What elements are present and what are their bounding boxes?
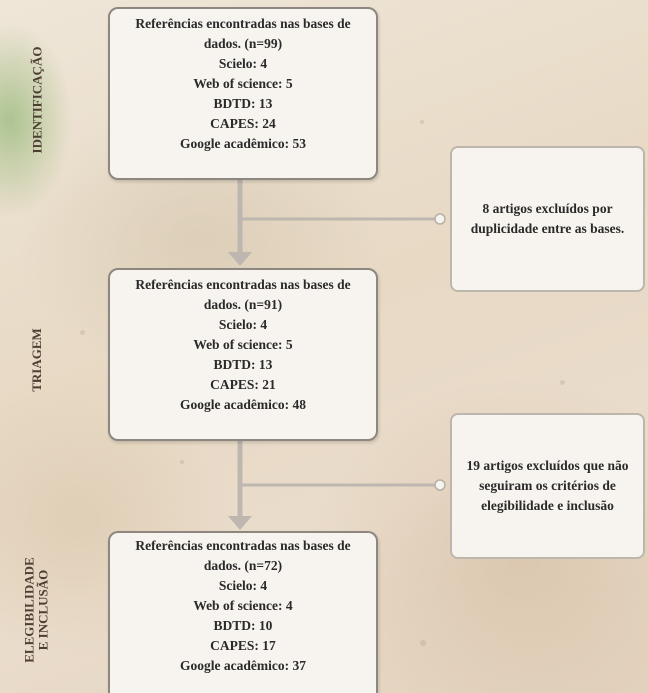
box-line: BDTD: 13 xyxy=(213,96,273,111)
box-line: CAPES: 21 xyxy=(210,377,276,392)
connector-endpoint xyxy=(434,479,446,491)
box-line: Web of science: 4 xyxy=(193,598,293,613)
box-heading: Referências encontradas nas bases de xyxy=(135,16,351,31)
box-line: Google acadêmico: 37 xyxy=(180,658,306,673)
flow-box-triagem: Referências encontradas nas bases de dad… xyxy=(108,268,378,441)
box-line: CAPES: 17 xyxy=(210,638,276,653)
exclusion-box-duplicates: 8 artigos excluídos por duplicidade entr… xyxy=(450,146,645,292)
connector-endpoint xyxy=(434,213,446,225)
box-line: BDTD: 13 xyxy=(213,357,273,372)
box-line: BDTD: 10 xyxy=(213,618,273,633)
box-line: CAPES: 24 xyxy=(210,116,276,131)
box-line: Web of science: 5 xyxy=(193,76,293,91)
arrow-head xyxy=(228,516,252,530)
background-speck xyxy=(180,460,184,464)
stage-label-text: ELEGIBILIDADE E INCLUSÃO xyxy=(22,557,52,663)
background-speck xyxy=(420,120,424,124)
box-count: dados. (n=91) xyxy=(203,297,283,312)
arrow-head xyxy=(228,252,252,266)
box-count: dados. (n=72) xyxy=(203,558,283,573)
stage-label-text: TRIAGEM xyxy=(29,328,44,392)
flow-box-elegibilidade: Referências encontradas nas bases de dad… xyxy=(108,531,378,693)
stage-label-triagem: TRIAGEM xyxy=(14,260,60,460)
box-line: Google acadêmico: 53 xyxy=(180,136,306,151)
box-line: Scielo: 4 xyxy=(218,317,268,332)
exclusion-box-criteria: 19 artigos excluídos que não seguiram os… xyxy=(450,413,645,559)
stage-label-elegibilidade: ELEGIBILIDADE E INCLUSÃO xyxy=(14,530,60,690)
box-line: Scielo: 4 xyxy=(218,56,268,71)
stage-label-identificacao: IDENTIFICAÇÃO xyxy=(14,0,60,200)
background-speck xyxy=(560,380,565,385)
box-heading: Referências encontradas nas bases de xyxy=(135,277,351,292)
box-line: Web of science: 5 xyxy=(193,337,293,352)
background-speck xyxy=(80,330,85,335)
exclusion-text: 8 artigos excluídos por duplicidade entr… xyxy=(470,201,625,236)
box-count: dados. (n=99) xyxy=(203,36,283,51)
background-speck xyxy=(420,640,426,646)
box-line: Scielo: 4 xyxy=(218,578,268,593)
exclusion-text: 19 artigos excluídos que não seguiram os… xyxy=(466,458,629,513)
stage-label-text: IDENTIFICAÇÃO xyxy=(29,46,44,154)
box-heading: Referências encontradas nas bases de xyxy=(135,538,351,553)
box-line: Google acadêmico: 48 xyxy=(180,397,306,412)
flow-box-identificacao: Referências encontradas nas bases de dad… xyxy=(108,7,378,180)
